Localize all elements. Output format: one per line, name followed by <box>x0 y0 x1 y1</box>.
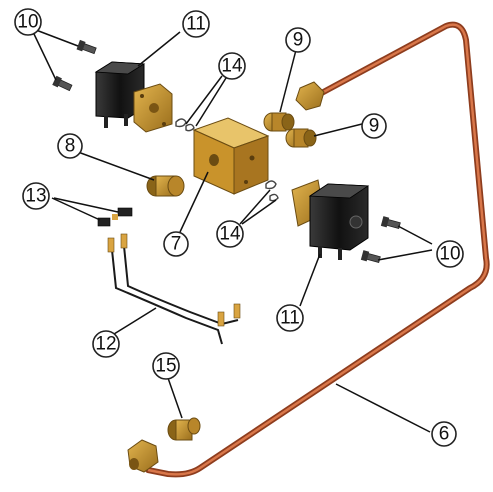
callout-8: 8 <box>57 133 83 159</box>
leader-10-upper-b <box>33 33 57 81</box>
leader-12 <box>113 307 157 335</box>
leader-10-lower-a <box>397 225 433 245</box>
wire-harness-part-12 <box>107 233 241 345</box>
copper-tube-part-6 <box>127 21 490 478</box>
callout-12: 12 <box>92 330 120 358</box>
callout-15: 15 <box>152 352 180 380</box>
leader-11-lower <box>299 253 321 307</box>
clip-part-14-upper <box>175 118 195 132</box>
leader-lines <box>33 29 433 433</box>
fitting-part-9-upper <box>263 112 295 132</box>
fitting-part-9-lower <box>285 128 317 148</box>
callout-10-lower-label: 10 <box>439 244 460 265</box>
leader-15 <box>167 377 183 419</box>
clip-part-14-lower <box>265 180 279 202</box>
screw-part-10-upper <box>52 39 97 92</box>
leader-13-b <box>53 197 119 213</box>
leader-10-upper-a <box>35 29 79 47</box>
callout-11-upper: 11 <box>182 10 210 38</box>
leader-13-a <box>51 197 101 221</box>
leader-14-lower-a <box>239 189 271 225</box>
callout-7: 7 <box>163 231 189 257</box>
solenoid-coil-part-11-lower <box>291 179 370 260</box>
callout-10-upper: 10 <box>14 8 42 36</box>
valve-block-part-7 <box>192 117 270 195</box>
callout-9-lower-label: 9 <box>369 116 380 137</box>
callout-11-lower: 11 <box>276 304 304 332</box>
callout-12-label: 12 <box>95 334 116 355</box>
callout-11-upper-label: 11 <box>186 14 206 35</box>
callout-9-lower: 9 <box>361 113 387 139</box>
leader-14-lower-b <box>241 199 277 225</box>
callout-10-upper-label: 10 <box>17 12 38 33</box>
leader-11-upper <box>137 31 181 67</box>
callout-9-upper-label: 9 <box>293 30 304 51</box>
callout-9-upper: 9 <box>285 27 311 53</box>
leader-10-lower-b <box>377 249 433 261</box>
callout-6: 6 <box>431 421 457 447</box>
leader-6 <box>335 383 431 433</box>
leader-9-lower <box>313 123 363 137</box>
callout-11-lower-label: 11 <box>280 308 300 329</box>
fitting-part-8 <box>146 175 185 197</box>
screw-part-10-lower <box>360 216 401 264</box>
callout-7-label: 7 <box>171 234 182 255</box>
callout-13-label: 13 <box>25 186 46 207</box>
callout-8-label: 8 <box>65 136 76 157</box>
leader-14-upper-b <box>195 77 227 127</box>
callout-14-upper: 14 <box>218 52 246 80</box>
solenoid-coil-part-11-upper <box>94 61 173 133</box>
callout-10-lower: 10 <box>436 240 464 268</box>
callout-14-lower-label: 14 <box>219 224 241 245</box>
callout-14-lower: 14 <box>216 220 244 248</box>
leader-14-upper-a <box>185 75 223 125</box>
fitting-part-15 <box>167 417 201 441</box>
callout-15-label: 15 <box>155 356 176 377</box>
leader-8 <box>77 151 155 181</box>
leader-7 <box>179 171 209 233</box>
leader-9-upper <box>279 49 297 113</box>
callout-13: 13 <box>22 182 50 210</box>
callout-6-label: 6 <box>439 424 450 445</box>
callout-14-upper-label: 14 <box>221 56 243 77</box>
